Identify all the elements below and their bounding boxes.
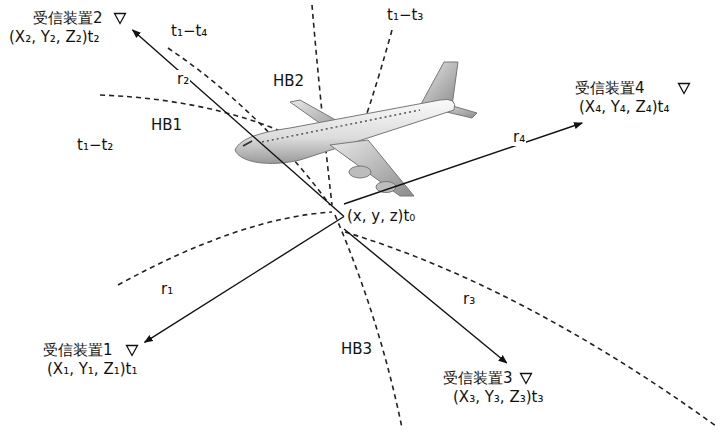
text-row: (X₁, Y₁, Z₁)t₁ — [43, 360, 139, 379]
range-label: r₃ — [462, 290, 476, 308]
receiver-name: 受信装置4 — [575, 79, 645, 98]
aircraft-position: (x, y, z)t₀ — [344, 204, 418, 229]
text-row: 受信装置3 — [439, 369, 543, 388]
text-row: 受信装置1 — [43, 341, 139, 360]
receiver-node: 受信装置4(X₄, Y₄, Z₄)t₄ — [572, 76, 694, 120]
text-row: (X₄, Y₄, Z₄)t₄ — [575, 98, 691, 117]
receiver-node: 受信装置2(X₂, Y₂, Z₂)t₂ — [6, 6, 130, 50]
coordinate-text: (X₄, Y₄, Z₄)t₄ — [579, 98, 669, 117]
coordinate-text: (X₃, Y₃, Z₃)t₃ — [453, 388, 543, 407]
curve-label: t₁−t₂ — [76, 136, 114, 154]
curve-label: HB3 — [340, 340, 373, 358]
coordinate-text: (X₁, Y₁, Z₁)t₁ — [47, 360, 137, 379]
text-row: 受信装置2 — [9, 9, 127, 28]
curve-label: HB1 — [150, 116, 183, 134]
coordinate-text: (x, y, z)t₀ — [347, 207, 415, 226]
curve-label: t₁−t₃ — [386, 6, 424, 24]
text-row: (x, y, z)t₀ — [347, 207, 415, 226]
receiver-symbol — [519, 372, 533, 385]
receiver-name: 受信装置3 — [443, 369, 513, 388]
receiver-name: 受信装置1 — [43, 341, 113, 360]
range-arrow — [145, 217, 344, 343]
receiver-node: 受信装置3(X₃, Y₃, Z₃)t₃ — [436, 366, 546, 410]
receiver-symbol — [125, 344, 139, 357]
airplane — [235, 62, 477, 196]
receiver-node: 受信装置1(X₁, Y₁, Z₁)t₁ — [40, 338, 142, 382]
curve-label: HB2 — [272, 72, 305, 90]
receiver-symbol — [113, 12, 127, 25]
range-arrow — [133, 30, 344, 217]
range-label: r₂ — [176, 70, 190, 88]
curve-label: t₁−t₄ — [170, 22, 208, 40]
coordinate-text: (X₂, Y₂, Z₂)t₂ — [9, 28, 99, 47]
hyperbola-curves — [100, 5, 716, 428]
receiver-name: 受信装置2 — [33, 9, 103, 28]
text-row: 受信装置4 — [575, 79, 691, 98]
text-row: (X₂, Y₂, Z₂)t₂ — [9, 28, 127, 47]
receiver-symbol — [677, 82, 691, 95]
range-arrow — [344, 123, 582, 204]
range-label: r₄ — [512, 128, 526, 146]
range-label: r₁ — [160, 280, 174, 298]
text-row: (X₃, Y₃, Z₃)t₃ — [439, 388, 543, 407]
